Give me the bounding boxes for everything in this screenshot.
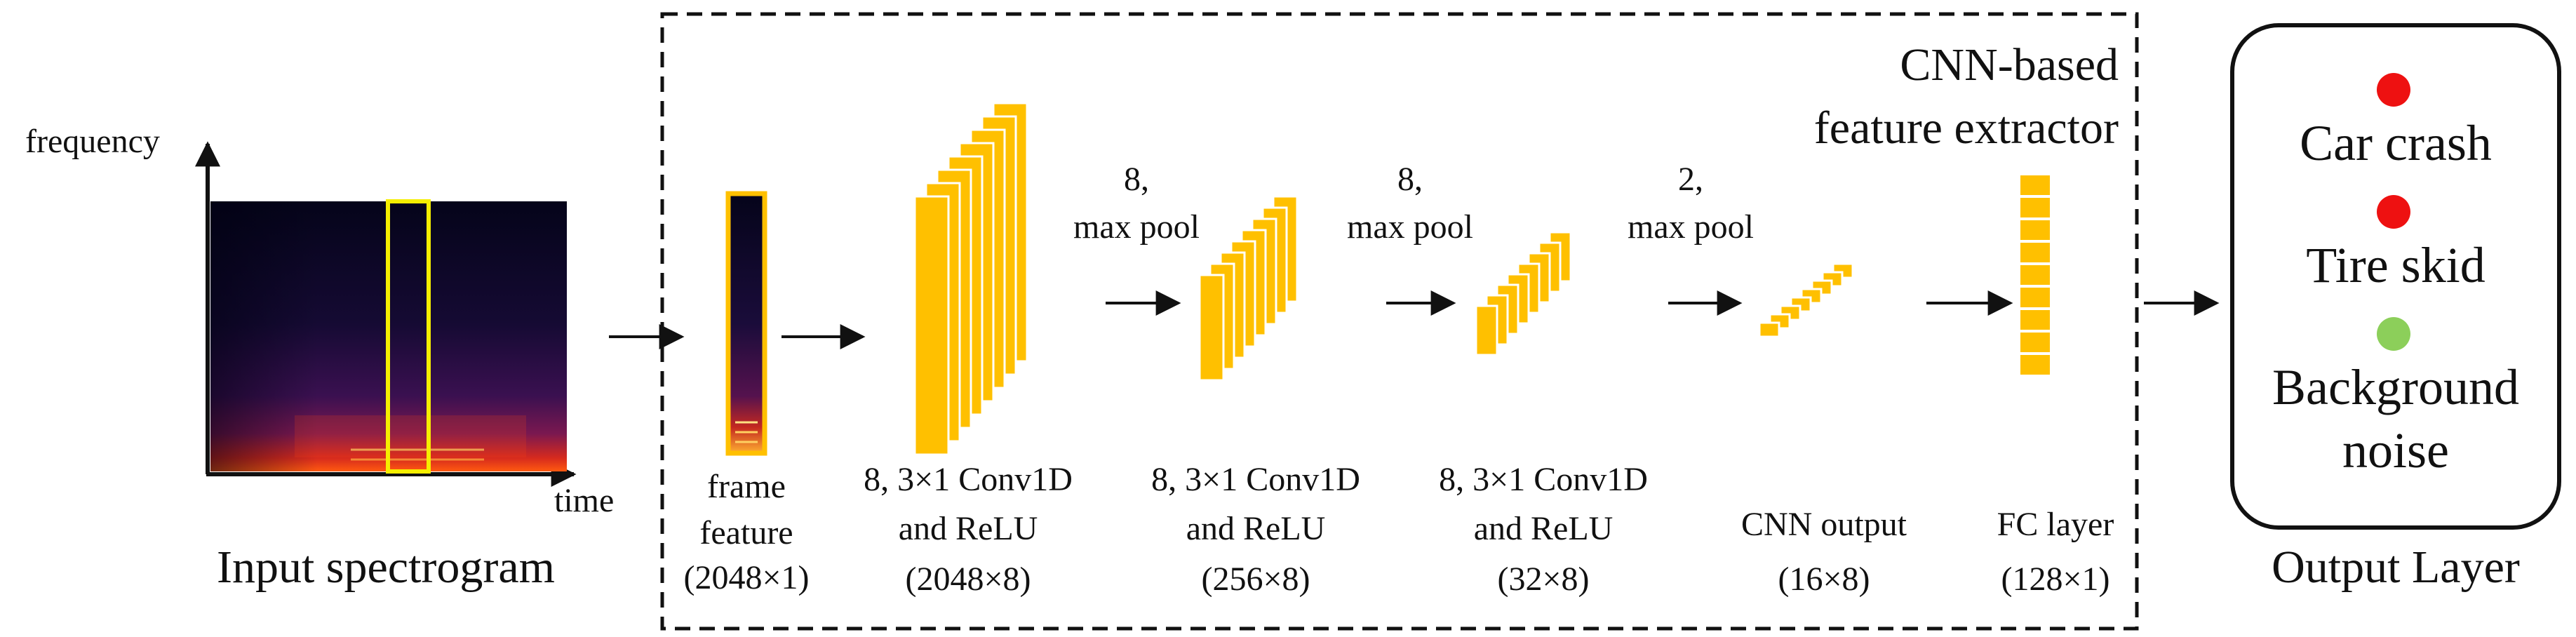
frame-feature-shape: (2048×1) — [683, 559, 810, 596]
fc-neuron-block — [2020, 220, 2050, 240]
frame-feature-label-1: frame — [707, 468, 786, 505]
output-layer-caption: Output Layer — [2272, 542, 2520, 593]
stage-2-label-2: and ReLU — [1186, 510, 1326, 547]
tire-skid-indicator — [2377, 195, 2410, 229]
pool-3-label-2: max pool — [1628, 208, 1754, 246]
frequency-axis-label: frequency — [25, 123, 160, 160]
feature-extractor-box — [660, 12, 2139, 631]
fc-neuron-block — [2020, 175, 2050, 195]
class-background-2: noise — [2342, 422, 2449, 478]
cnn-output-stack — [1758, 262, 1854, 338]
conv-stage-1-stack — [913, 102, 1028, 456]
pool-1-label-2: max pool — [1073, 208, 1200, 246]
class-tire-skid: Tire skid — [2306, 237, 2486, 293]
stage-3-label-2: and ReLU — [1473, 510, 1614, 547]
stage-1-label-2: and ReLU — [898, 510, 1038, 547]
stage-2-label-1: 8, 3×1 Conv1D — [1151, 461, 1360, 498]
fc-neuron-block — [2020, 333, 2050, 352]
frame-feature-label-2: feature — [699, 514, 793, 551]
conv-stage-2-slice — [1198, 274, 1225, 382]
fc-neuron-block — [2020, 265, 2050, 285]
fc-layer-label: FC layer — [1997, 506, 2114, 543]
conv-stage-2-stack — [1198, 195, 1299, 382]
cnn-output-label: CNN output — [1740, 506, 1907, 543]
fc-neuron-block — [2020, 198, 2050, 217]
fc-neuron-block — [2020, 243, 2050, 262]
stage-3-label-1: 8, 3×1 Conv1D — [1439, 461, 1648, 498]
fc-neuron-block — [2020, 310, 2050, 330]
stage-3-shape: (32×8) — [1497, 561, 1590, 598]
background-noise-indicator — [2377, 317, 2410, 351]
pool-3-label-1: 2, — [1678, 161, 1703, 198]
conv-stage-3-slice — [1475, 304, 1498, 356]
class-background-1: Background — [2272, 359, 2519, 415]
stage-2-shape: (256×8) — [1201, 561, 1310, 598]
fc-neuron-block — [2020, 355, 2050, 375]
class-car-crash: Car crash — [2300, 115, 2492, 171]
extractor-title-2: feature extractor — [1813, 102, 2119, 154]
pool-1-label-1: 8, — [1124, 161, 1149, 198]
frame-highlight — [386, 199, 431, 474]
extractor-title-1: CNN-based — [1900, 39, 2119, 90]
output-layer-box — [2230, 23, 2561, 530]
time-axis-label: time — [554, 482, 615, 519]
conv-stage-1-slice — [913, 195, 950, 456]
cnn-output-slice — [1758, 321, 1780, 338]
pool-2-label-2: max pool — [1347, 208, 1473, 246]
pool-2-label-1: 8, — [1397, 161, 1423, 198]
conv-stage-3-stack — [1475, 231, 1572, 356]
car-crash-indicator — [2377, 73, 2410, 107]
fc-layer-column — [2020, 175, 2050, 375]
fc-neuron-block — [2020, 288, 2050, 307]
frame-feature-column — [725, 191, 767, 456]
stage-1-shape: (2048×8) — [905, 561, 1031, 598]
cnn-output-shape: (16×8) — [1778, 561, 1870, 598]
spectrogram-caption: Input spectrogram — [216, 542, 555, 593]
stage-1-label-1: 8, 3×1 Conv1D — [864, 461, 1073, 498]
input-spectrogram — [195, 141, 577, 487]
fc-layer-shape: (128×1) — [2001, 561, 2110, 598]
